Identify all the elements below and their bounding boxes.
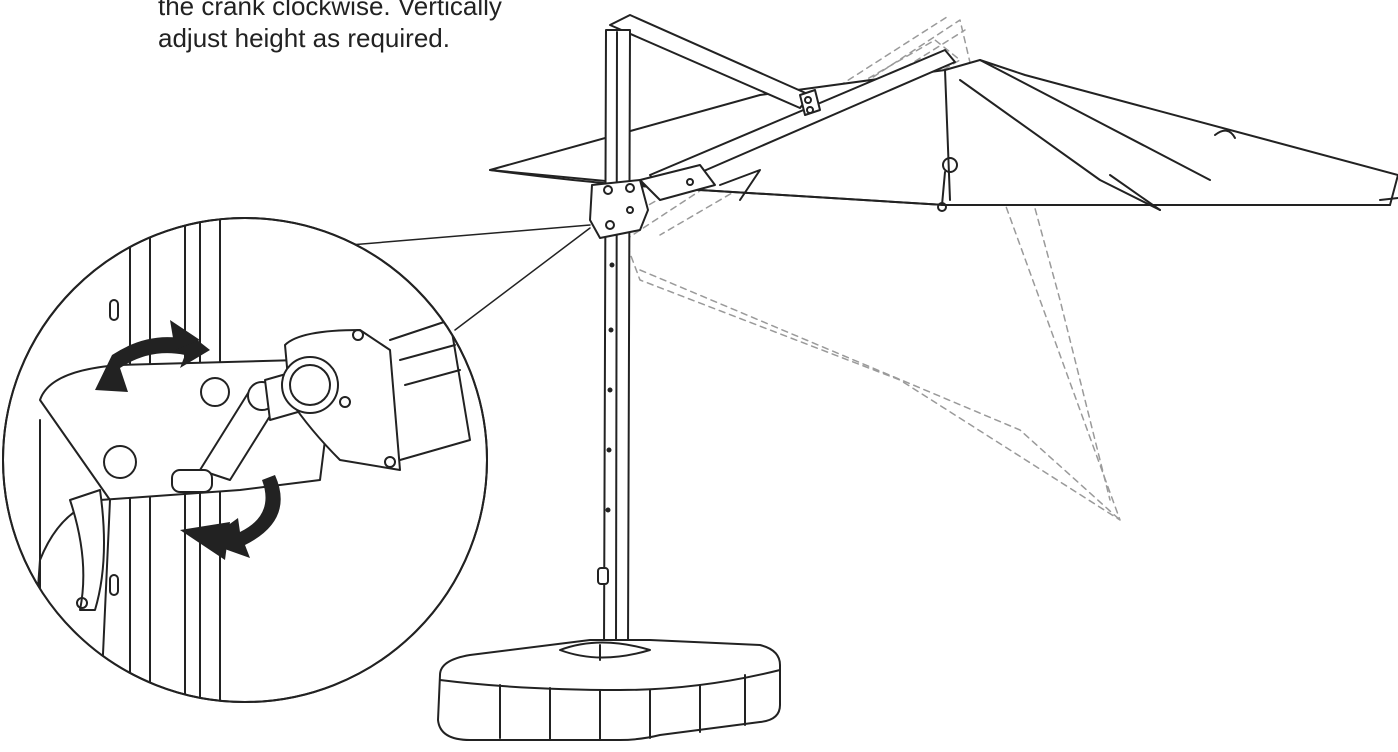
curved-double-arrow-icon — [180, 475, 281, 560]
crank-housing — [589, 179, 649, 239]
support-arm — [609, 14, 956, 201]
pole — [597, 29, 631, 651]
weighted-base — [437, 639, 781, 741]
detail-circle — [2, 217, 488, 703]
instruction-line-2: adjust height as required. — [158, 23, 450, 53]
canopy — [489, 59, 1398, 212]
instruction-text: the crank clockwise. Vertically adjust h… — [158, 0, 618, 54]
curved-double-arrow-icon — [95, 320, 210, 392]
instruction-line-1: the crank clockwise. Vertically — [158, 0, 502, 21]
callout-leaders — [349, 224, 591, 331]
